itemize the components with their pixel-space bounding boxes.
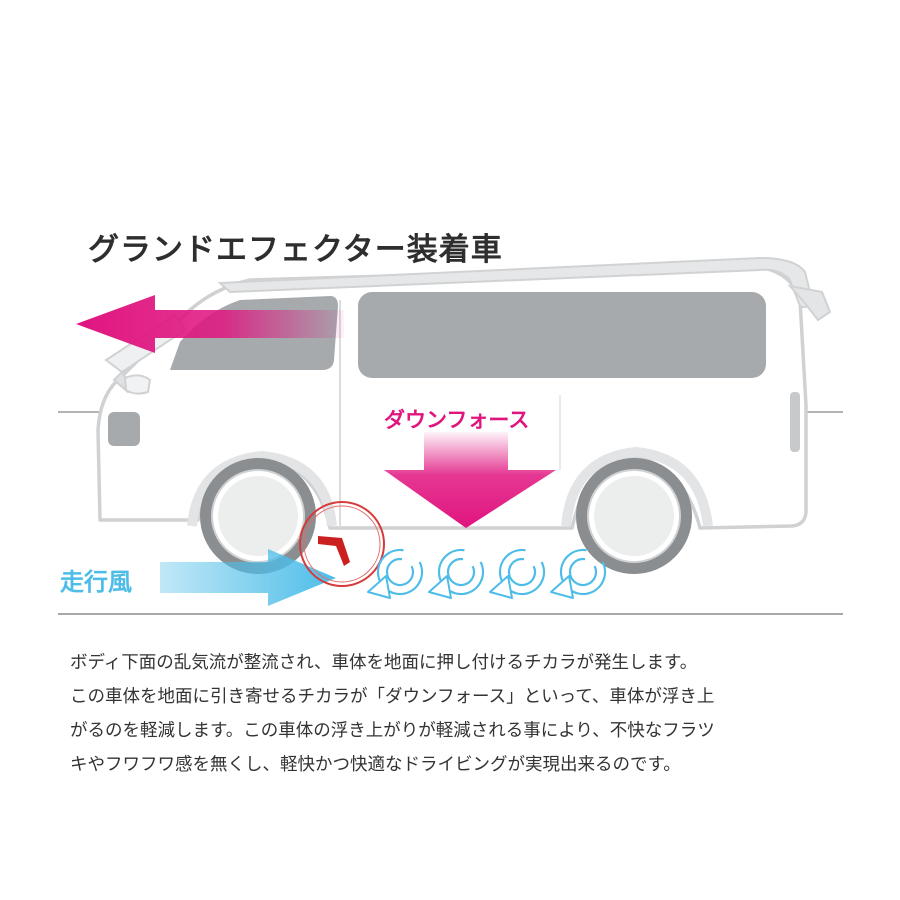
vortex-icon bbox=[428, 548, 485, 599]
description-text: ボディ下面の乱気流が整流され、車体を地面に押し付けるチカラが発生します。 この車… bbox=[70, 646, 840, 782]
downforce-arrow-icon bbox=[384, 432, 556, 528]
wind-label: 走行風 bbox=[60, 568, 132, 596]
description-line: キやフワフワ感を無くし、軽快かつ快適なドライビングが実現出来るのです。 bbox=[70, 755, 681, 775]
diagram-title: グランドエフェクター装着車 bbox=[88, 232, 503, 268]
forward-arrow-icon bbox=[76, 295, 344, 353]
side-window bbox=[358, 292, 766, 378]
wind-arrow-icon bbox=[160, 549, 336, 606]
headlight bbox=[108, 412, 140, 446]
description-line: ボディ下面の乱気流が整流され、車体を地面に押し付けるチカラが発生します。 bbox=[70, 653, 698, 673]
vortex-group bbox=[367, 548, 607, 599]
vortex-icon bbox=[367, 548, 424, 599]
rear-wheel bbox=[576, 458, 692, 574]
highlight-circle-icon bbox=[299, 501, 385, 587]
effector-part bbox=[318, 536, 350, 566]
description-line: がるのを軽減します。この車体の浮き上がりが軽減される事により、不快なフラツ bbox=[70, 721, 715, 741]
description-line: この車体を地面に引き寄せるチカラが「ダウンフォース」といって、車体が浮き上 bbox=[70, 687, 715, 707]
front-wheel bbox=[200, 458, 316, 574]
vortex-icon bbox=[550, 548, 607, 599]
downforce-label: ダウンフォース bbox=[384, 408, 530, 432]
vortex-icon bbox=[489, 548, 546, 599]
